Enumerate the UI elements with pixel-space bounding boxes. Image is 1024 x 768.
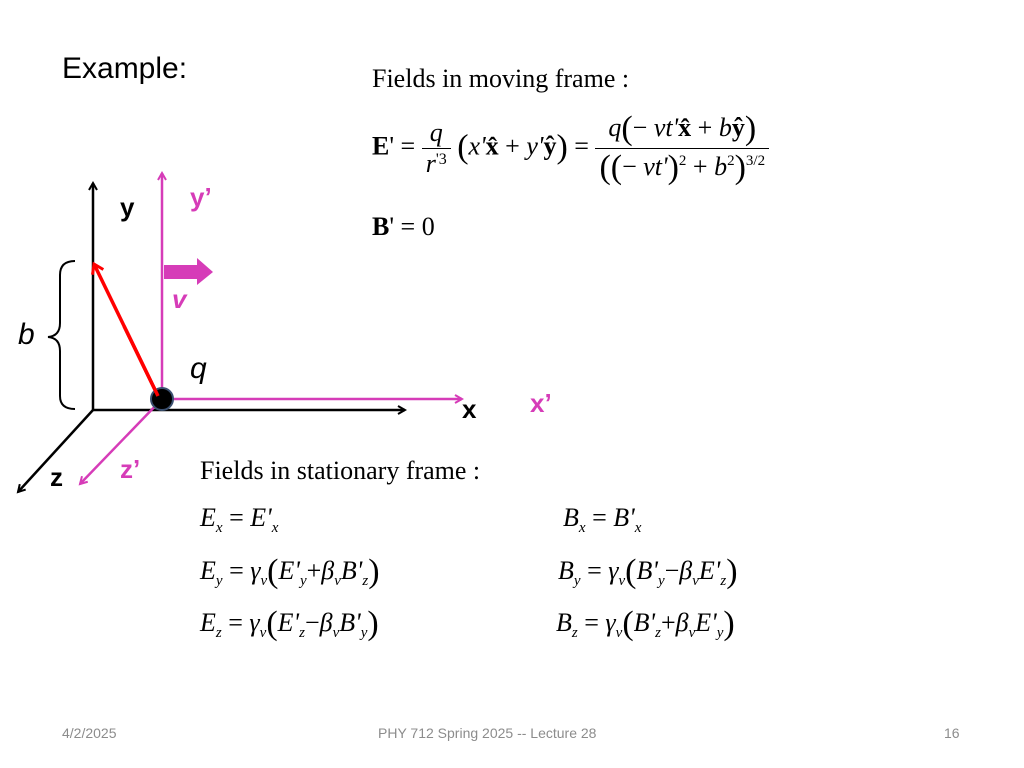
ey-equation: Ey = γv(E'y+βvB'z) xyxy=(200,553,380,590)
b-prime-equation: B' = 0 xyxy=(372,212,435,241)
reference-frames-diagram xyxy=(0,160,580,500)
z-prime-axis-label: z’ xyxy=(120,454,141,484)
ez-equation: Ez = γv(E'z−βvB'y) xyxy=(200,605,379,642)
footer-date: 4/2/2025 xyxy=(62,725,117,741)
moving-frame-heading: Fields in moving frame : xyxy=(372,64,630,93)
moving-axes xyxy=(80,173,462,484)
distance-label: b xyxy=(18,318,35,351)
bx-equation: Bx = B'x xyxy=(563,503,642,536)
stationary-axes xyxy=(18,183,405,492)
fraction-field-expression: q(− vt'x̂ + bŷ) ((− vt')2 + b2)3/2 xyxy=(595,110,770,187)
by-equation: By = γv(B'y−βvE'z) xyxy=(558,553,738,590)
e-prime-equation: E' = q r'3 (x'x̂ + y'ŷ) = q(− vt'x̂ + bŷ… xyxy=(372,110,770,187)
y-prime-axis-label: y’ xyxy=(190,182,212,212)
stationary-frame-heading: Fields in stationary frame : xyxy=(200,456,481,485)
y-axis-label: y xyxy=(120,192,135,222)
distance-brace xyxy=(47,260,76,410)
ex-equation: Ex = E'x xyxy=(200,503,279,536)
velocity-arrow-icon xyxy=(164,258,213,285)
fraction-q-over-r3: q r'3 xyxy=(421,118,451,179)
z-axis-label: z xyxy=(50,462,63,492)
x-prime-axis-label: x’ xyxy=(530,388,552,418)
velocity-label: v xyxy=(172,284,187,314)
slide-title: Example: xyxy=(62,52,188,85)
x-axis-label: x xyxy=(462,394,477,424)
bz-equation: Bz = γv(B'z+βvE'y) xyxy=(556,605,735,642)
charge-label: q xyxy=(190,352,207,385)
footer-page-number: 16 xyxy=(944,725,960,741)
footer-course: PHY 712 Spring 2025 -- Lecture 28 xyxy=(378,725,597,741)
